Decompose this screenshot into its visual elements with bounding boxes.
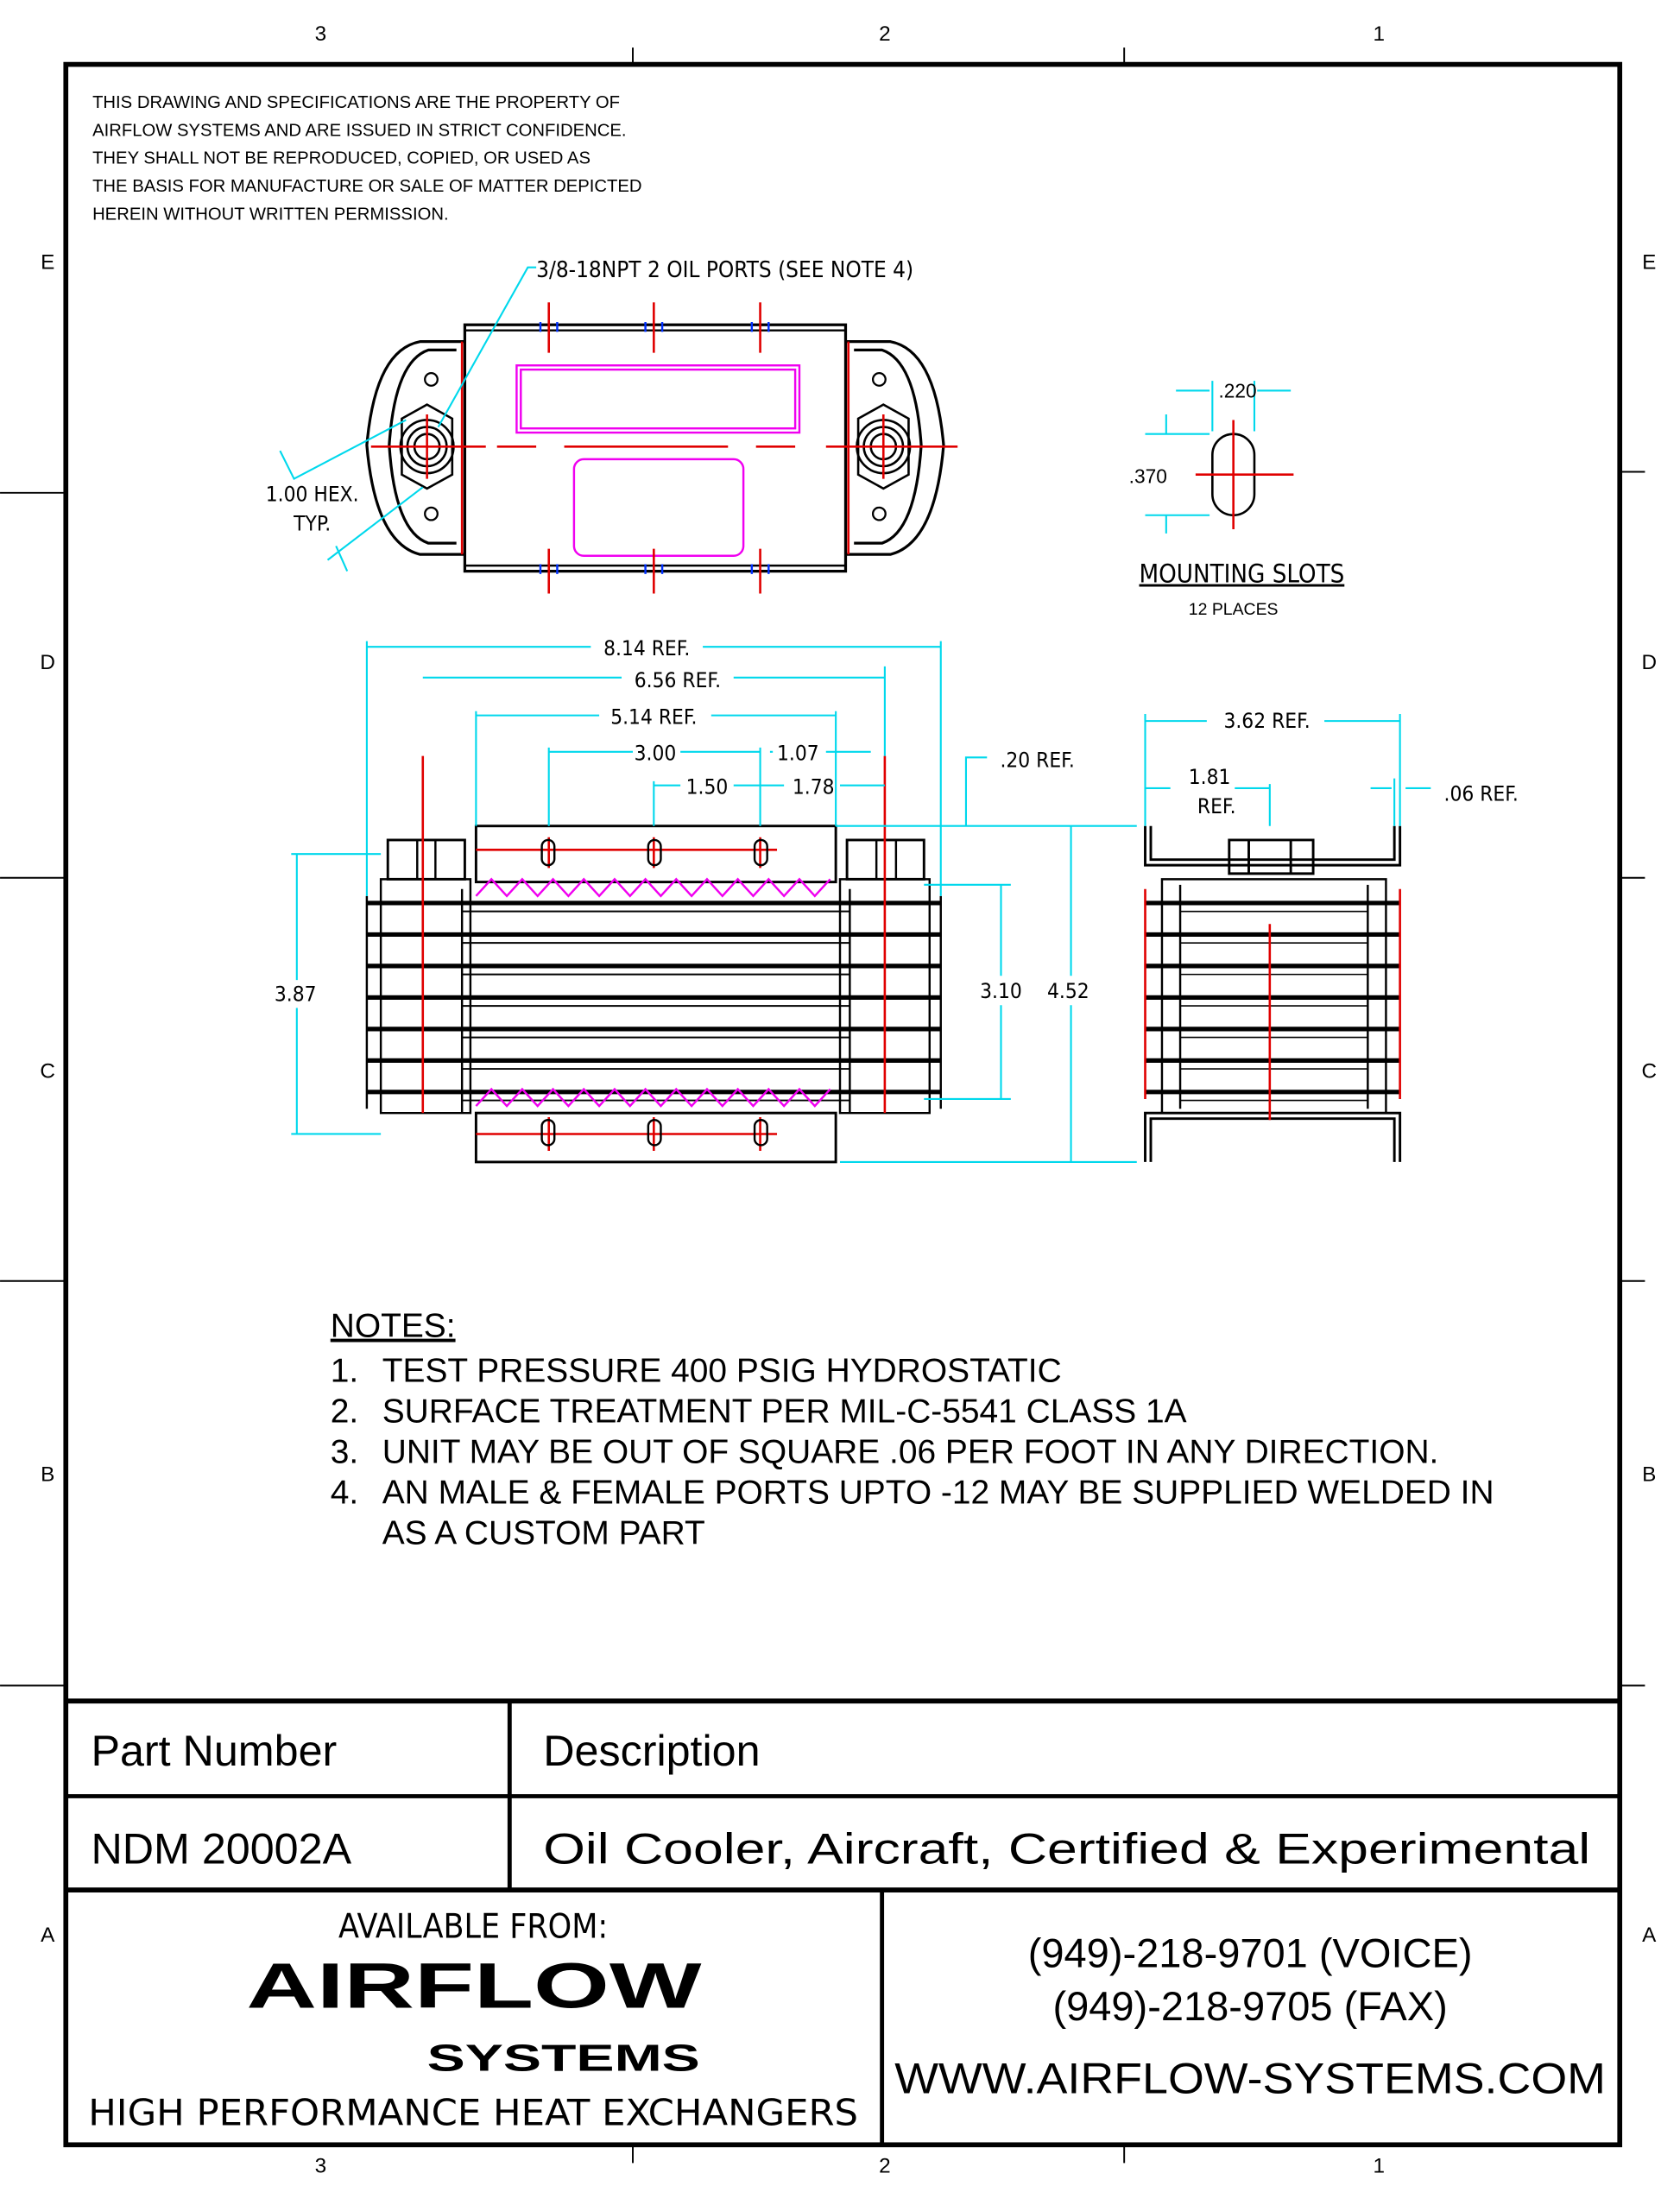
notes-title: NOTES: [331,1308,456,1345]
zone-left-b: B [41,1463,54,1487]
description-value: Oil Cooler, Aircraft, Certified & Experi… [543,1824,1590,1873]
note-number: 1. [331,1353,358,1390]
zone-ticks [0,47,1645,2164]
zone-right-a: A [1642,1924,1657,1947]
zone-bottom-2: 2 [879,2155,891,2178]
note-continuation: AS A CUSTOM PART [382,1515,705,1552]
dim-6-56: 6.56 REF. [635,667,721,692]
dim-1-81-ref: REF. [1197,793,1236,818]
dim-0-06: .06 REF. [1444,781,1519,806]
note-number: 4. [331,1475,358,1512]
zone-right-b: B [1642,1463,1656,1487]
turbulator-bottom [475,1087,831,1108]
zone-top-1: 1 [1374,22,1386,46]
phone-voice: (949)-218-9701 (VOICE) [1028,1930,1473,1975]
dim-1-50: 1.50 [686,774,729,799]
confidentiality-line: AIRFLOW SYSTEMS AND ARE ISSUED IN STRICT… [92,121,626,140]
dim-0-20: .20 REF. [1000,748,1074,773]
zone-markers: 3 2 1 3 2 1 E D C B A E D C B A [40,22,1657,2178]
dim-1-07: 1.07 [777,741,819,766]
zone-left-d: D [40,651,55,674]
zone-bottom-3: 3 [315,2155,327,2178]
mounting-slot-detail: .220 .370 MOUNTING SLOTS 12 PLACES [1129,380,1345,619]
title-block-frame [66,1698,1620,2145]
confidentiality-line: THE BASIS FOR MANUFACTURE OR SALE OF MAT… [92,177,641,196]
front-fins [366,900,941,1102]
logo-word: AIRFLOW [246,1949,702,2021]
confidentiality-line: THEY SHALL NOT BE REPRODUCED, COPIED, OR… [92,149,591,168]
tagline: HIGH PERFORMANCE HEAT EXCHANGERS [88,2092,858,2134]
note-text: TEST PRESSURE 400 PSIG HYDROSTATIC [382,1353,1062,1390]
logo-sub: SYSTEMS [427,2037,700,2079]
side-view: 3.62 REF. 1.81 REF. .06 REF. [1144,708,1519,1162]
note-text: SURFACE TREATMENT PER MIL-C-5541 CLASS 1… [382,1393,1187,1431]
zone-right-c: C [1641,1060,1657,1084]
note-number: 2. [331,1393,358,1431]
top-view: 3/8-18NPT 2 OIL PORTS (SEE NOTE 4) 1.00 … [266,257,958,594]
website-link[interactable]: WWW.AIRFLOW-SYSTEMS.COM [894,2054,1606,2102]
part-number-value: NDM 20002A [91,1824,351,1873]
notes: NOTES: 1. TEST PRESSURE 400 PSIG HYDROST… [331,1308,1494,1552]
dim-5-14: 5.14 REF. [610,704,697,729]
zone-top-3: 3 [315,22,327,46]
dim-1-78: 1.78 [793,774,835,799]
front-view: 8.14 REF. 6.56 REF. 5.14 REF. 3.00 1.07 … [275,635,1137,1164]
zone-left-a: A [41,1924,55,1947]
available-from-label: AVAILABLE FROM: [338,1907,608,1946]
note-text: AN MALE & FEMALE PORTS UPTO -12 MAY BE S… [382,1475,1494,1512]
airflow-logo: AIRFLOW SYSTEMS [246,1949,702,2079]
phone-fax: (949)-218-9705 (FAX) [1052,1983,1447,2029]
title-block: Part Number Description NDM 20002A Oil C… [88,1727,1606,2134]
note-text: UNIT MAY BE OUT OF SQUARE .06 PER FOOT I… [382,1434,1439,1471]
zone-right-e: E [1642,250,1656,274]
part-number-label: Part Number [91,1727,337,1775]
mounting-slots-count: 12 PLACES [1189,600,1279,619]
confidentiality-line: THIS DRAWING AND SPECIFICATIONS ARE THE … [92,93,620,112]
hex-callout-typ: TYP. [293,511,331,536]
zone-left-e: E [41,250,54,274]
dim-1-81: 1.81 [1189,764,1231,789]
ports-callout: 3/8-18NPT 2 OIL PORTS (SEE NOTE 4) [536,257,913,283]
slot-height-dim: .370 [1129,464,1167,487]
confidentiality-notice: THIS DRAWING AND SPECIFICATIONS ARE THE … [92,93,641,224]
sheet-border [63,61,1623,2148]
hex-callout: 1.00 HEX. [266,482,359,507]
dim-3-87: 3.87 [275,981,317,1006]
turbulator-top [475,877,831,898]
dim-3-10: 3.10 [980,978,1022,1003]
dim-3-62: 3.62 REF. [1223,708,1310,733]
description-label: Description [543,1727,760,1775]
dim-4-52: 4.52 [1047,978,1089,1003]
dim-8-14: 8.14 REF. [603,635,690,660]
note-number: 3. [331,1434,358,1471]
mounting-slots-title: MOUNTING SLOTS [1139,559,1344,589]
zone-right-d: D [1641,651,1657,674]
zone-bottom-1: 1 [1374,2155,1386,2178]
zone-left-c: C [40,1060,55,1084]
slot-width-dim: .220 [1218,380,1256,402]
dim-3-00: 3.00 [635,741,677,766]
side-fins [1145,900,1400,1102]
confidentiality-line: HEREIN WITHOUT WRITTEN PERMISSION. [92,205,449,224]
zone-top-2: 2 [879,22,891,46]
